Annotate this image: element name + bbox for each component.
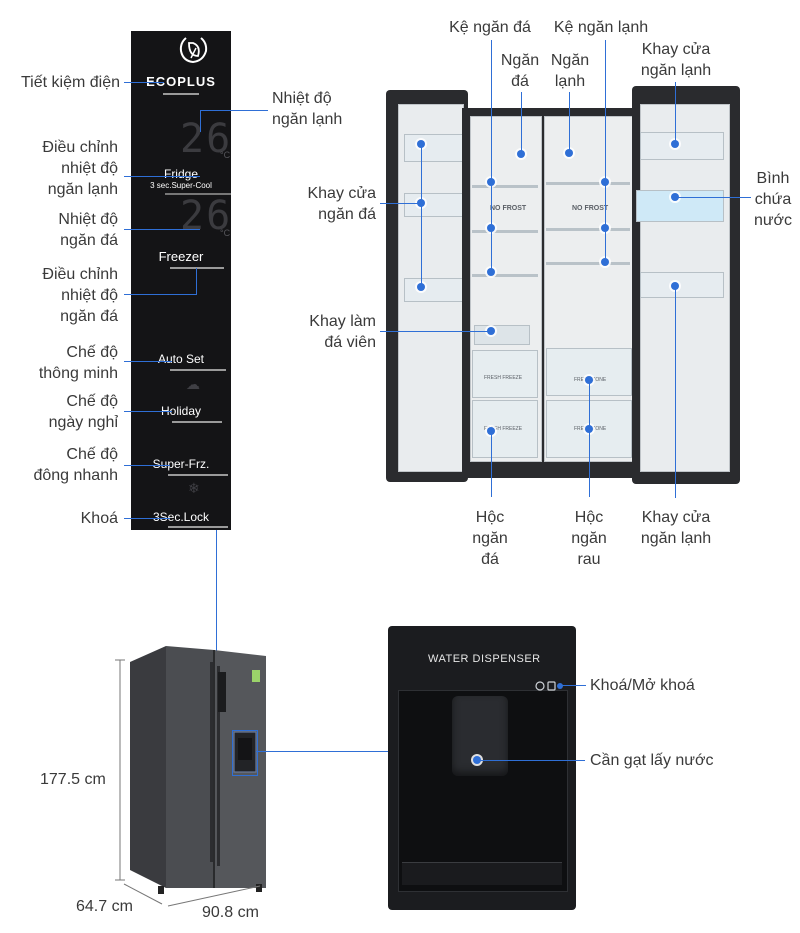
- label-khoa-mo-khoa: Khoá/Mở khoá: [590, 677, 695, 694]
- label-khoa: Khoá: [80, 510, 118, 527]
- label-che-do-thong-minh: Chế độ thông minh: [38, 344, 118, 382]
- label-nhiet-do-ngan-da: Nhiệt độ ngăn đá: [58, 211, 118, 249]
- auto-set-label[interactable]: Auto Set: [157, 352, 205, 366]
- label-tiet-kiem-dien: Tiết kiệm điện: [21, 74, 120, 91]
- dimension-height: 177.5 cm: [40, 771, 106, 788]
- cloud-icon: ☁: [186, 376, 200, 392]
- label-ke-ngan-lanh: Kệ ngăn lạnh: [553, 19, 649, 36]
- label-khay-lam-da-vien: Khay làm đá viên: [309, 313, 376, 351]
- water-lever[interactable]: [452, 696, 508, 776]
- label-nhiet-do-ngan-lanh: Nhiệt độ ngăn lạnh: [272, 90, 343, 128]
- freezer-button-label[interactable]: Freezer: [158, 249, 204, 264]
- label-dieu-chinh-ngan-da: Điều chỉnh nhiệt độ ngăn đá: [42, 266, 118, 325]
- drip-tray: [402, 862, 562, 885]
- no-frost-right: NO FROST: [572, 205, 609, 212]
- fridge-unit: °C: [220, 150, 231, 160]
- fridge-button-label[interactable]: Fridge: [163, 167, 198, 181]
- leaf-icon: [179, 37, 208, 64]
- label-ke-ngan-da: Kệ ngăn đá: [449, 19, 531, 36]
- label-che-do-ngay-nghi: Chế độ ngày nghỉ: [48, 393, 118, 431]
- freezer-unit: °C: [220, 228, 231, 238]
- label-che-do-dong-nhanh: Chế độ đông nhanh: [33, 446, 118, 484]
- dimension-width: 90.8 cm: [202, 904, 259, 921]
- label-hoc-ngan-da: Hộc ngăn đá: [472, 509, 508, 568]
- label-khay-cua-ngan-lanh-bottom: Khay cửa ngăn lạnh: [640, 509, 712, 547]
- label-hoc-ngan-rau: Hộc ngăn rau: [571, 509, 607, 568]
- ecoplus-label: ECOPLUS: [146, 74, 216, 89]
- super-cool-label: 3 sec.Super-Cool: [150, 181, 212, 190]
- lock-icon[interactable]: [534, 679, 564, 693]
- dispenser-highlight-box: [232, 730, 258, 776]
- freezer-temp-display: 26: [180, 193, 233, 239]
- label-dieu-chinh-ngan-lanh: Điều chỉnh nhiệt độ ngăn lạnh: [42, 139, 118, 198]
- label-khay-cua-ngan-lanh-top: Khay cửa ngăn lạnh: [640, 41, 712, 79]
- fresh-left-2: FRESH FREEZE: [484, 426, 523, 432]
- dispenser-title: WATER DISPENSER: [428, 653, 541, 665]
- control-panel: [131, 31, 231, 530]
- super-frz-label[interactable]: Super-Frz.: [152, 457, 210, 471]
- holiday-label[interactable]: Holiday: [160, 404, 202, 418]
- fridge-front-image: [130, 646, 266, 894]
- snow-icon: ❄: [188, 480, 200, 496]
- no-frost-left: NO FROST: [490, 205, 527, 212]
- label-can-gat-lay-nuoc: Cần gạt lấy nước: [590, 752, 714, 769]
- label-ngan-lanh: Ngăn lạnh: [550, 52, 590, 90]
- dimension-depth: 64.7 cm: [76, 898, 133, 915]
- dimension-lines: [115, 659, 261, 907]
- fresh-left-1: FRESH FREEZE: [484, 375, 523, 381]
- label-khay-cua-ngan-da: Khay cửa ngăn đá: [307, 185, 376, 223]
- label-binh-chua-nuoc: Bình chứa nước: [753, 170, 793, 229]
- fridge-temp-display: 26: [180, 116, 233, 162]
- lock-button-label[interactable]: 3Sec.Lock: [152, 510, 210, 524]
- label-ngan-da: Ngăn đá: [500, 52, 540, 90]
